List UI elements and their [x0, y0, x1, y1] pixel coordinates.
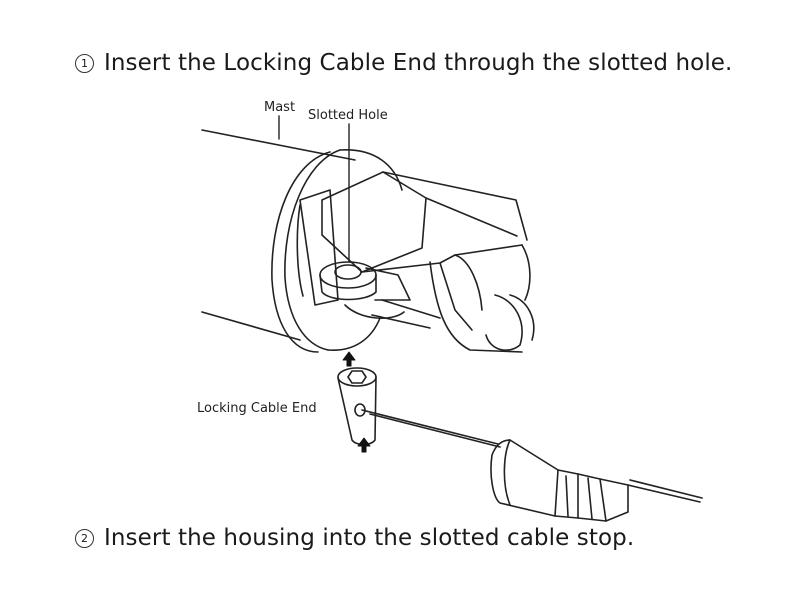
callout-leaders: [278, 115, 350, 263]
up-arrow-icon: [342, 351, 356, 367]
mast-flange: [271, 149, 403, 353]
cable-housing: [490, 439, 629, 522]
step-2: 2 Insert the housing into the slotted ca…: [75, 525, 634, 551]
slotted-hole-ring: [319, 261, 411, 319]
up-arrow-icon: [357, 437, 371, 453]
cable-stop-body: [321, 171, 535, 353]
locking-cable-end: [337, 367, 377, 446]
locking-cable-end-label: Locking Cable End: [197, 401, 317, 416]
mast-label: Mast: [264, 100, 295, 115]
step-2-text: Insert the housing into the slotted cabl…: [104, 525, 635, 551]
mast-tube: [201, 129, 356, 341]
step-1: 1 Insert the Locking Cable End through t…: [75, 50, 732, 76]
slotted-hole-label: Slotted Hole: [308, 108, 388, 123]
step-1-text: Insert the Locking Cable End through the…: [104, 50, 733, 76]
step-1-number: 1: [75, 53, 94, 73]
step-2-number: 2: [75, 528, 94, 548]
cable-wire: [361, 409, 703, 503]
